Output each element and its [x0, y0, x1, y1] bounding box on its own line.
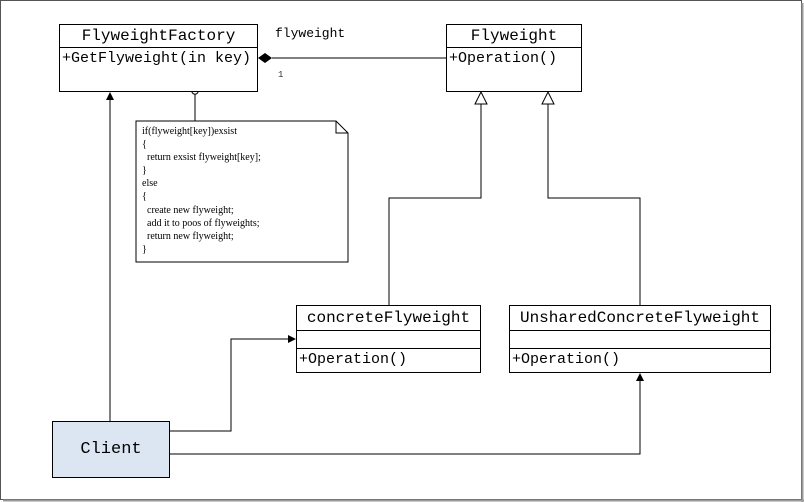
association-role-label: flyweight: [275, 26, 346, 41]
note-line: return exsist flyweight[key];: [142, 152, 261, 163]
note-line: else: [142, 178, 158, 189]
dependency-line-unshared: [170, 380, 641, 455]
class-operation: +Operation(): [449, 50, 558, 67]
class-flyweight[interactable]: Flyweight +Operation(): [446, 24, 582, 92]
class-concrete-flyweight[interactable]: concreteFlyweight +Operation(): [296, 305, 481, 373]
note-line: if(flyweight[key])exsist: [142, 126, 237, 137]
class-attributes: [510, 331, 770, 349]
filled-arrowhead-icon: [288, 335, 296, 343]
class-unshared-concrete-flyweight[interactable]: UnsharedConcreteFlyweight +Operation(): [509, 305, 771, 373]
note-line: }: [142, 244, 147, 255]
class-attributes: [297, 331, 480, 349]
generalization-line-concrete: [388, 104, 482, 305]
hollow-triangle-arrowhead-icon: [541, 90, 555, 105]
note-line: }: [142, 165, 147, 176]
note-line: add it to poos of flyweights;: [142, 218, 260, 229]
class-name: concreteFlyweight: [297, 306, 480, 331]
note-fold: [335, 121, 348, 134]
hollow-triangle-arrowhead-icon: [474, 90, 488, 105]
class-operation: +Operation(): [299, 351, 408, 368]
class-flyweight-factory[interactable]: FlyweightFactory +GetFlyweight(in key): [59, 24, 258, 92]
generalization-line-unshared: [547, 104, 641, 305]
filled-diamond-icon: [258, 53, 272, 63]
note-line: create new flyweight;: [142, 205, 234, 216]
dependency-line-concrete: [170, 338, 289, 432]
class-name: FlyweightFactory: [60, 25, 257, 48]
note-line: return new flyweight;: [142, 231, 234, 242]
class-operation: +Operation(): [512, 351, 621, 368]
note-line: {: [142, 191, 147, 202]
filled-arrowhead-icon: [106, 92, 114, 100]
client-box[interactable]: Client: [52, 421, 170, 478]
class-name: Flyweight: [447, 25, 581, 48]
note-shape: [135, 120, 349, 263]
filled-arrowhead-icon: [636, 373, 644, 381]
class-operation: +GetFlyweight(in key): [62, 50, 252, 67]
note-line: {: [142, 139, 147, 150]
class-name: UnsharedConcreteFlyweight: [510, 306, 770, 331]
association-multiplicity-label: 1: [278, 70, 284, 80]
